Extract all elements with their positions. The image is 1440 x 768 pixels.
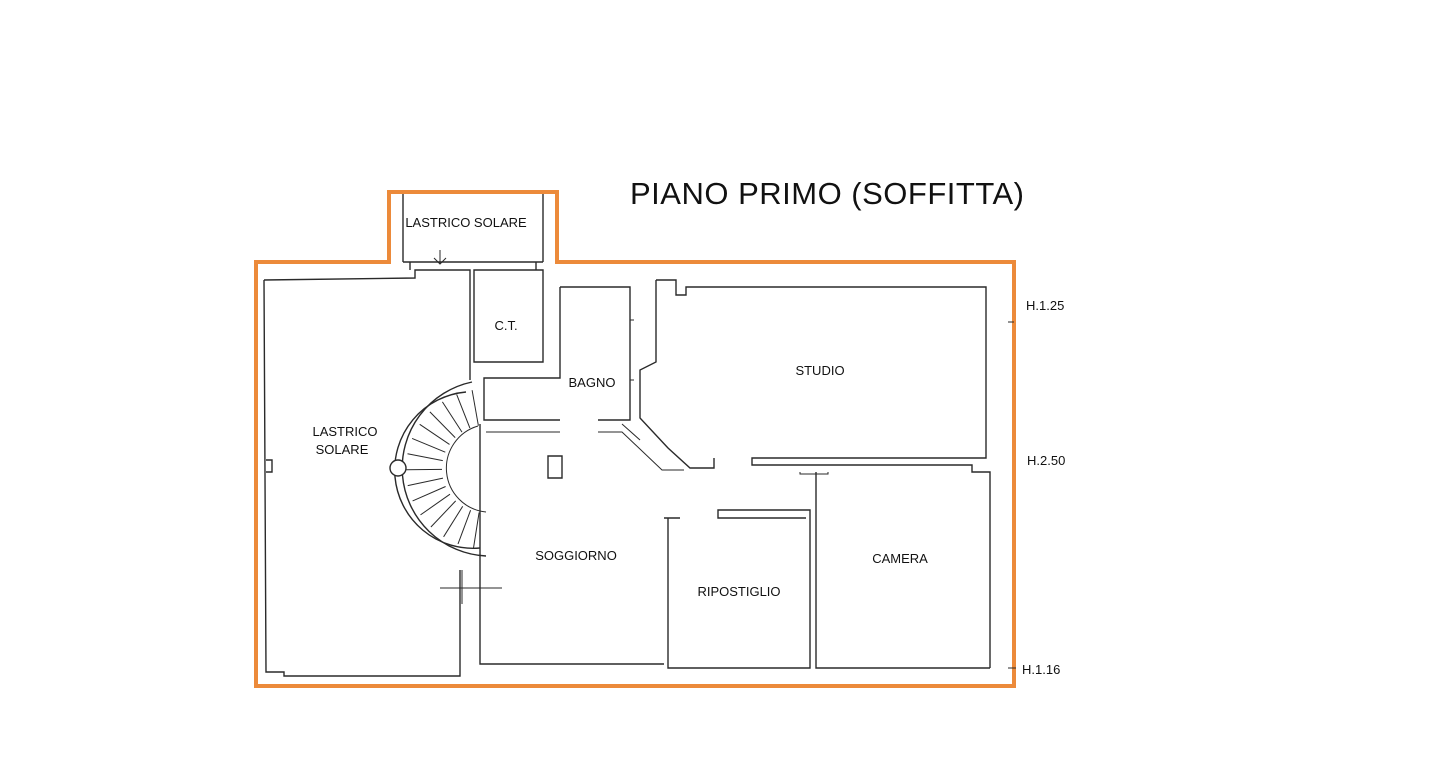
height-label-2: H.2.50: [1027, 453, 1065, 468]
stair-tread: [457, 510, 472, 545]
plan-title: PIANO PRIMO (SOFFITTA): [630, 176, 1024, 211]
stair-tread: [471, 390, 479, 426]
height-label-1: H.1.25: [1026, 298, 1064, 313]
entry-arrow-icon: [433, 250, 447, 265]
spiral-staircase-icon: [389, 381, 487, 557]
stair-tread: [411, 437, 446, 453]
stair-tread: [473, 512, 480, 549]
room-label-bagno: BAGNO: [569, 375, 616, 390]
room-label-lastrico-left-2: SOLARE: [316, 442, 369, 457]
height-label-3: H.1.16: [1022, 662, 1060, 677]
stair-tread: [430, 500, 457, 528]
room-label-lastrico-left-1: LASTRICO: [312, 424, 377, 439]
stair-tread: [441, 401, 463, 433]
stair-tread: [412, 486, 446, 502]
stair-tread: [456, 394, 471, 429]
room-label-studio: STUDIO: [795, 363, 844, 378]
room-label-soggiorno: SOGGIORNO: [535, 548, 617, 563]
room-label-ct: C.T.: [494, 318, 517, 333]
stair-tread: [420, 493, 451, 516]
room-label-lastrico-top: LASTRICO SOLARE: [405, 215, 527, 230]
stair-tread: [407, 477, 444, 487]
room-label-camera: CAMERA: [872, 551, 928, 566]
stair-tread: [443, 506, 464, 538]
building-walls: [263, 194, 1016, 677]
property-boundary: [254, 190, 1016, 688]
room-label-ripostiglio: RIPOSTIGLIO: [697, 584, 780, 599]
stair-tread: [407, 453, 443, 462]
stair-tread: [429, 411, 456, 438]
stair-tread: [419, 423, 450, 445]
